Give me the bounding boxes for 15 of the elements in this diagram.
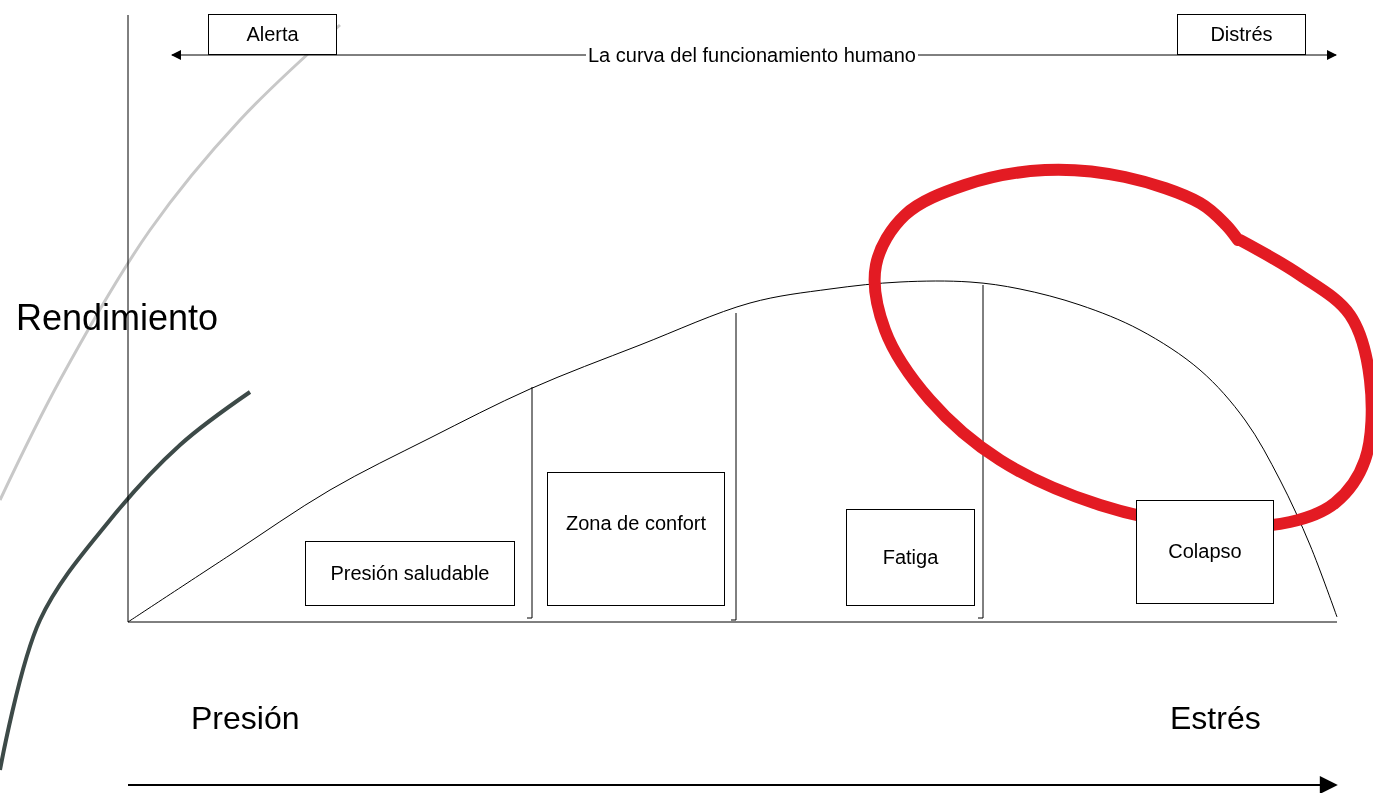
axis-label: Rendimiento xyxy=(16,297,219,339)
box-label: Zona de confort xyxy=(565,511,707,536)
axis-label: Presión xyxy=(191,699,300,737)
box-label: Distrés xyxy=(1210,22,1273,47)
zone-box xyxy=(846,509,975,606)
zone-box xyxy=(1136,500,1274,604)
zone-box xyxy=(547,472,725,606)
heading-box xyxy=(1177,14,1306,55)
zone-box xyxy=(305,541,515,606)
box-label: Alerta xyxy=(246,22,299,47)
box-label: Fatiga xyxy=(882,545,939,570)
box-label: Colapso xyxy=(1168,539,1242,564)
axis-label: Estrés xyxy=(1170,699,1261,737)
box-label: Presión saludable xyxy=(330,561,490,586)
heading-box xyxy=(208,14,337,55)
